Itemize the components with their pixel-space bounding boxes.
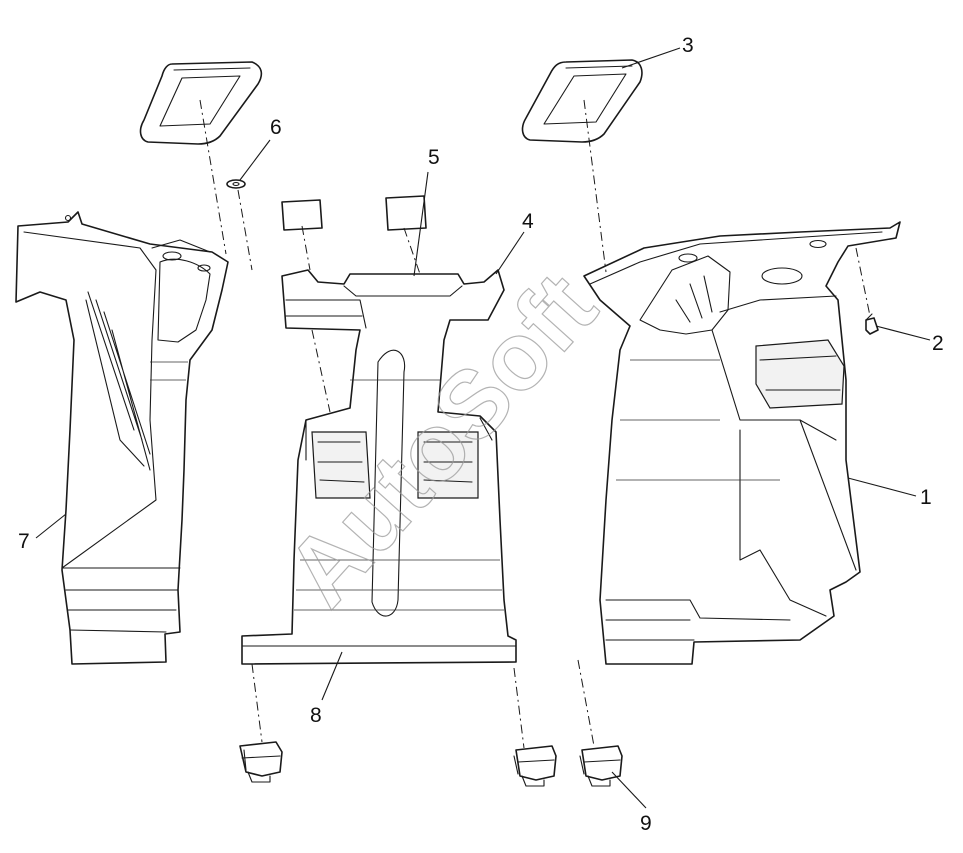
part-2-screw — [865, 313, 879, 335]
part-9-clip-right — [579, 745, 623, 787]
callout-2: 2 — [932, 332, 944, 355]
part-9-clip-middle — [513, 745, 557, 787]
part-1-right-panel — [583, 221, 901, 665]
callout-6: 6 — [270, 116, 282, 139]
part-5-pad-left — [281, 199, 323, 231]
part-3-gasket-right — [521, 59, 643, 143]
callout-1: 1 — [920, 486, 932, 509]
part-8-centre-panel — [241, 269, 517, 665]
part-9-clip-left — [239, 741, 283, 783]
part-7-left-panel — [15, 211, 229, 665]
callout-4: 4 — [522, 210, 534, 233]
callout-9: 9 — [640, 812, 652, 835]
part-5-pad-right — [385, 195, 427, 231]
callout-8: 8 — [310, 704, 322, 727]
leader-lines — [35, 47, 931, 809]
callout-5: 5 — [428, 146, 440, 169]
part-6-washer — [226, 179, 246, 189]
callout-3: 3 — [682, 34, 694, 57]
assembly-axes — [199, 99, 871, 749]
callout-labels: 1 2 3 4 5 6 7 8 9 — [18, 34, 944, 835]
callout-7: 7 — [18, 530, 30, 553]
